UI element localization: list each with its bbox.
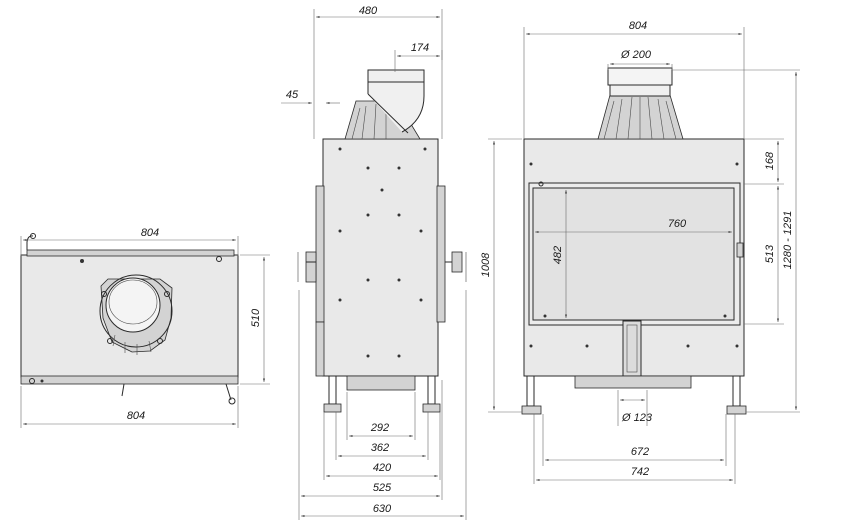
- dim-label-front-flue-diameter: Ø 200: [620, 49, 652, 61]
- dim-label-front-overall-width: 804: [629, 20, 647, 32]
- front-view-body: [521, 138, 747, 415]
- dim-label-front-air-inlet: Ø 123: [621, 412, 653, 424]
- dim-front-total-height: 1008: [480, 138, 522, 413]
- dim-front-adjust-range: 1280 - 1291: [672, 69, 800, 413]
- dim-front-742: 742: [533, 414, 736, 484]
- dim-label-side-flue-rear: 45: [286, 89, 299, 101]
- dim-front-door-height: 513: [744, 186, 784, 325]
- dim-front-overall-width: 804: [523, 20, 745, 139]
- front-view-flue: [597, 67, 684, 140]
- dim-front-air-inlet: Ø 123: [617, 390, 653, 426]
- dim-label-top-width-bottom: 804: [127, 410, 145, 422]
- top-view: 804 804 510: [20, 227, 270, 428]
- dim-label-front-top-height: 168: [764, 151, 776, 170]
- dim-label-front-glass-width: 760: [668, 218, 687, 230]
- side-view-flue: [344, 69, 425, 140]
- dim-top-width-top: 804: [20, 227, 239, 256]
- dim-label-front-adjust-range: 1280 - 1291: [782, 211, 794, 270]
- dim-side-flue-rear: 45: [281, 89, 340, 105]
- dim-label-side-630: 630: [373, 503, 392, 515]
- dim-side-630: 630: [301, 290, 467, 520]
- dim-label-front-672: 672: [631, 446, 649, 458]
- dim-side-362: 362: [335, 412, 429, 460]
- dim-side-525: 525: [298, 290, 443, 520]
- dim-front-flue-diameter: Ø 200: [607, 49, 673, 70]
- dim-label-top-width-top: 804: [141, 227, 159, 239]
- dim-side-overall-width: 480: [313, 5, 443, 139]
- dim-label-front-glass-height: 482: [552, 246, 564, 264]
- side-view-body: [297, 138, 467, 413]
- dim-front-glass-height: 482: [552, 190, 568, 318]
- dim-label-side-flue-offset: 174: [411, 42, 429, 54]
- dim-front-672: 672: [542, 414, 727, 466]
- dim-label-side-362: 362: [371, 442, 389, 454]
- dim-side-292: 292: [346, 392, 416, 440]
- dim-label-side-overall-width: 480: [359, 5, 378, 17]
- top-view-flue-flange: [99, 274, 173, 355]
- dim-front-glass-width: 760: [535, 218, 732, 234]
- dim-label-side-525: 525: [373, 482, 392, 494]
- dim-label-front-total-height: 1008: [480, 252, 492, 277]
- side-view: 480 174 45 292 362: [281, 5, 467, 520]
- dim-top-width-bottom: 804: [20, 386, 239, 428]
- dim-side-420: 420: [323, 412, 441, 480]
- dim-label-front-door-height: 513: [764, 244, 776, 263]
- dim-label-top-depth: 510: [250, 308, 262, 327]
- dim-label-side-292: 292: [370, 422, 389, 434]
- dim-label-front-742: 742: [631, 466, 649, 478]
- dim-top-depth: 510: [240, 254, 270, 385]
- front-view: 804 Ø 200 760 482 168 513: [480, 20, 800, 484]
- dim-side-flue-offset: 174: [394, 42, 443, 72]
- dim-front-top-height: 168: [744, 138, 784, 185]
- dim-label-side-420: 420: [373, 462, 392, 474]
